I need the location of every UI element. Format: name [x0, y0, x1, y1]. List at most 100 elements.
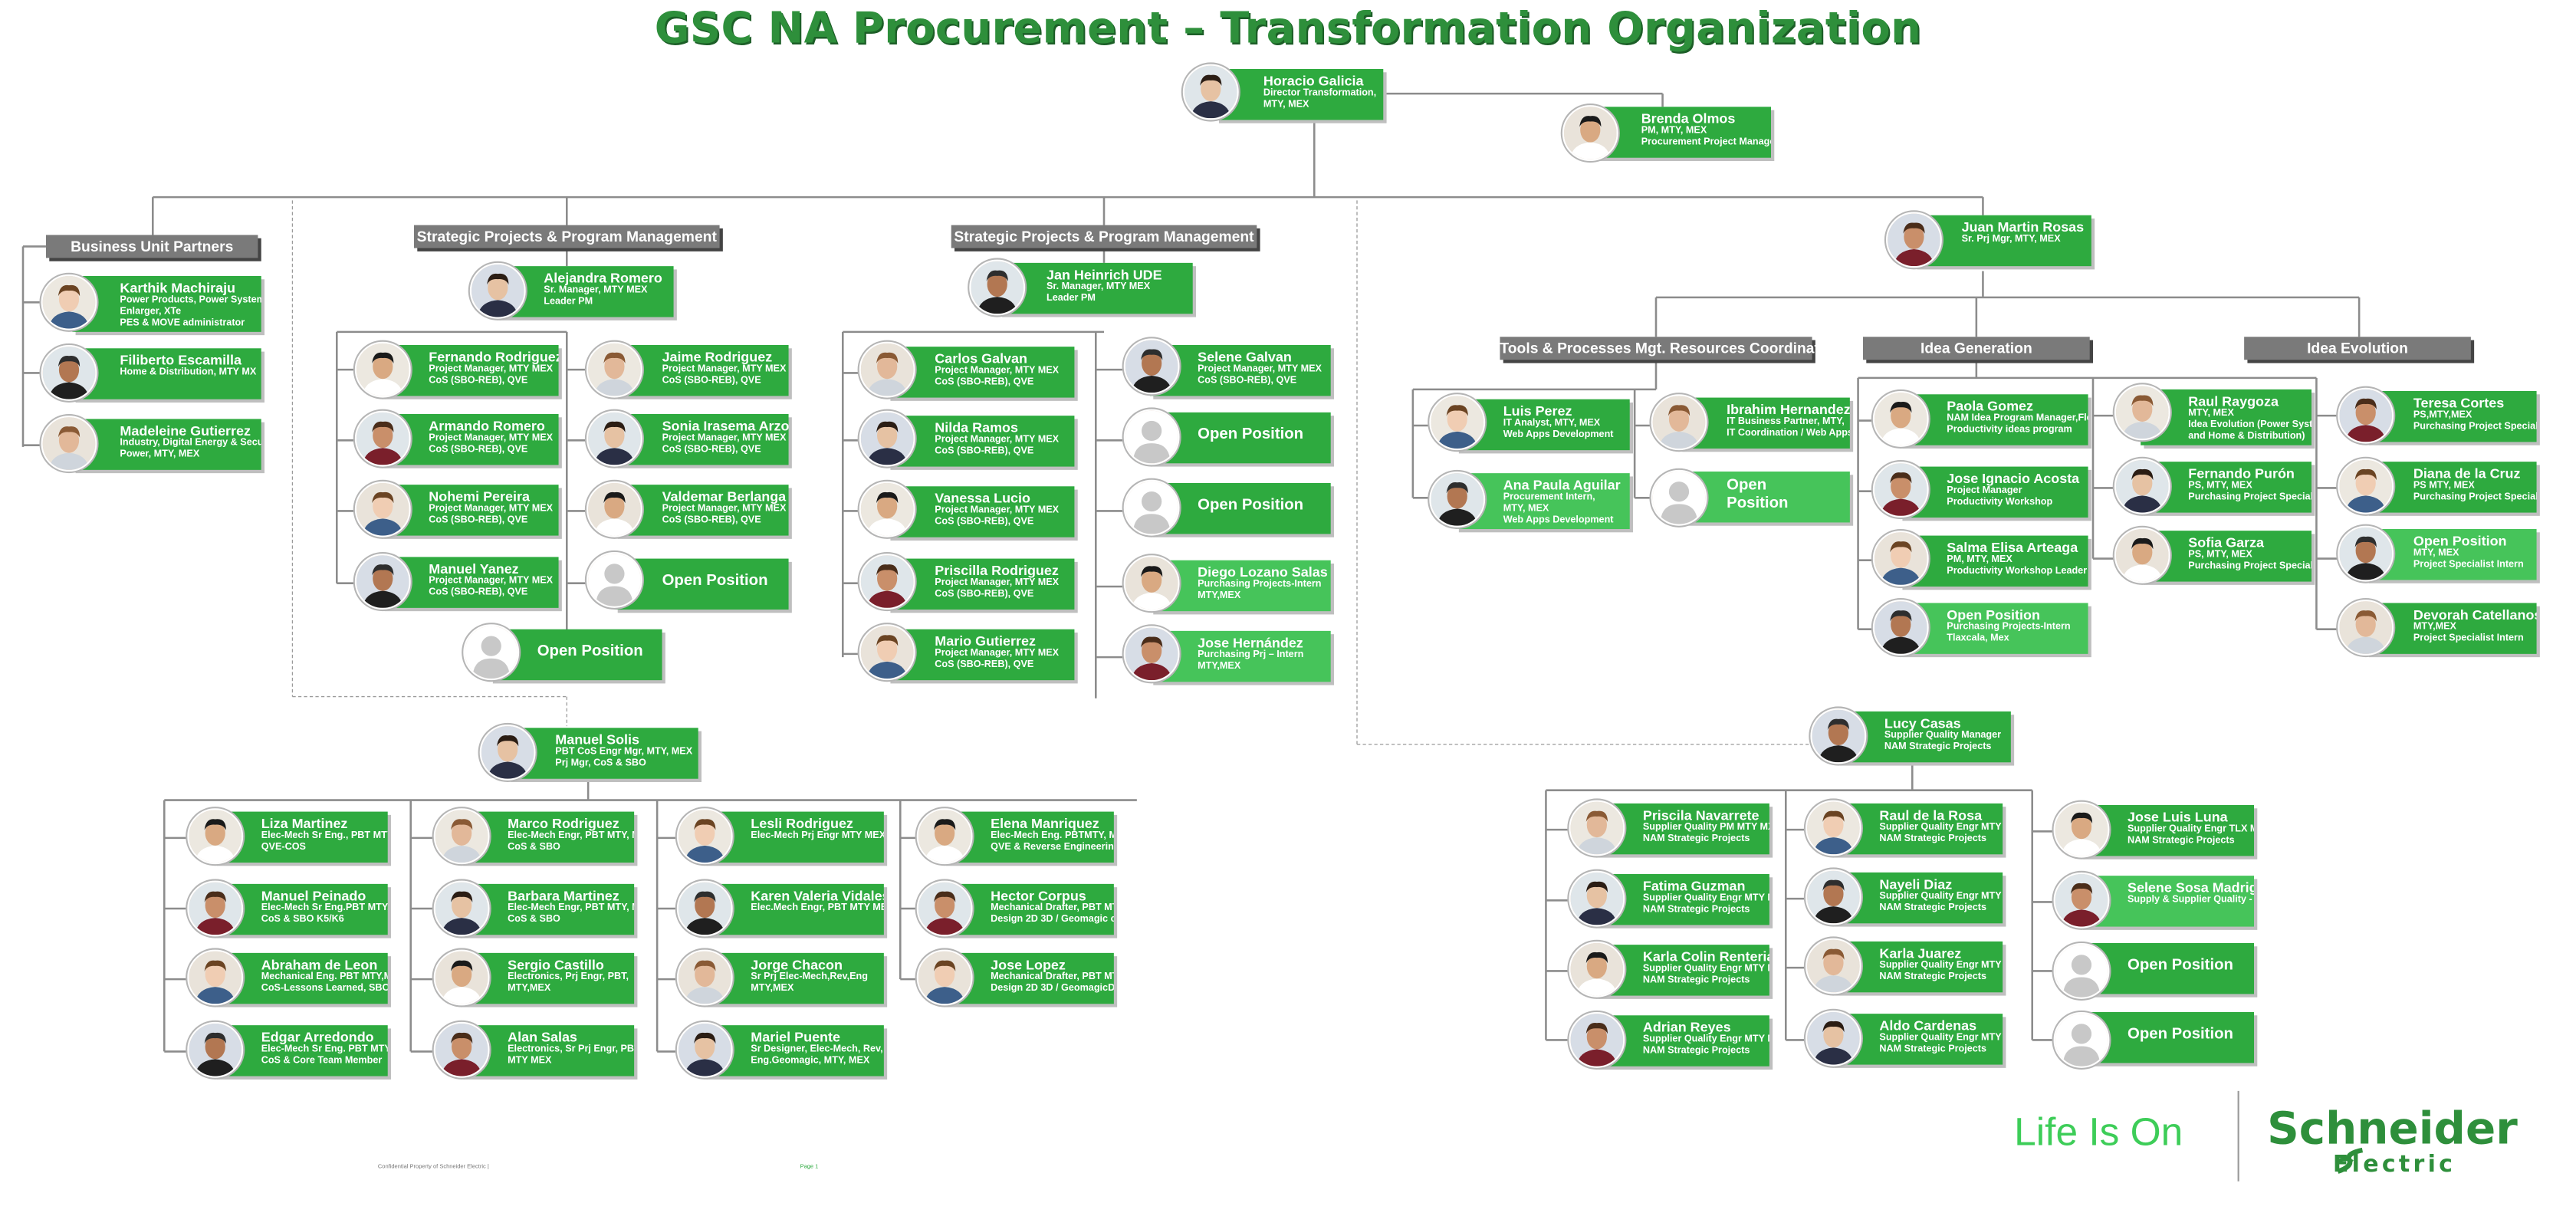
person-detail: MTY,MEX	[751, 984, 794, 994]
person-name: Luis Perez	[1503, 403, 1572, 419]
avatar	[2338, 600, 2394, 656]
person-name: Karla Colin Renteria	[1642, 948, 1769, 965]
person-name: Aldo Cardenas	[1879, 1017, 1977, 1034]
person-detail: Elec-Mech Sr Eng. PBT MTY, MEX	[261, 1044, 388, 1055]
person-detail: Project Manager, MTY MEX	[662, 364, 787, 375]
avatar	[1886, 212, 1942, 268]
person-name: Jaime Rodriguez	[662, 348, 773, 365]
person-detail: MTY MEX	[508, 1056, 552, 1067]
person-detail: Project Manager, MTY MEX	[935, 578, 1060, 589]
person-detail: PS,MTY,MEX	[2413, 410, 2472, 421]
schneider-mark-icon	[2335, 1147, 2364, 1174]
avatar	[586, 410, 642, 467]
person-detail: CoS (SBO-REB), QVE	[662, 376, 761, 386]
person-detail: IT Analyst, MTY, MEX	[1503, 419, 1601, 429]
person-detail: Mechanical Drafter, PBT MTY MEX	[991, 903, 1114, 914]
open-position-card-open-d2: Open Position	[2079, 1012, 2254, 1063]
person-detail: PES & MOVE administrator	[120, 318, 245, 329]
placeholder-avatar-icon	[1123, 409, 1180, 465]
person-detail: CoS (SBO-REB), QVE	[429, 588, 528, 598]
person-detail: Supplier Quality Manager	[1884, 731, 2002, 741]
open-position-card-open-a1: Open Position	[614, 558, 789, 610]
person-detail: Supplier Quality Engr TLX MEX	[2128, 824, 2254, 835]
person-name: Jose Ignacio Acosta	[1947, 469, 2080, 487]
person-name: Adrian Reyes	[1642, 1018, 1731, 1035]
person-detail: CoS (SBO-REB), QVE	[662, 445, 761, 455]
person-name: Devorah Catellanos	[2413, 606, 2537, 623]
avatar	[433, 880, 490, 937]
avatar	[586, 481, 642, 537]
avatar	[41, 345, 97, 401]
open-position-card-open-b1: Open Position	[1150, 412, 1331, 464]
placeholder-avatar-icon	[1651, 469, 1707, 526]
person-detail: Project Manager, MTY MEX	[429, 364, 554, 375]
person-detail: Sr. Manager, MTY MEX	[544, 285, 648, 296]
open-position-card-open-b2: Open Position	[1150, 483, 1331, 534]
person-detail: PM, MTY, MEX	[1641, 127, 1707, 136]
avatar	[433, 1021, 490, 1078]
person-name: Raul Raygoza	[2188, 393, 2279, 409]
person-detail: Elec-Mech Eng. PBTMTY, MEX	[991, 831, 1114, 842]
person-detail: Elec-Mech Engr, PBT MTY, MEX	[508, 903, 634, 914]
avatar	[41, 274, 97, 330]
person-detail: Web Apps Development	[1503, 430, 1614, 441]
person-detail: Power Products, Power Systems	[120, 295, 261, 306]
person-name: Nohemi Pereira	[429, 488, 530, 505]
group-header-idea-gen: Idea Generation	[1863, 337, 2090, 360]
avatar	[1810, 708, 1867, 764]
avatar	[187, 880, 244, 937]
person-detail: Productivity Workshop	[1947, 498, 2053, 508]
person-name: Hector Corpus	[991, 887, 1086, 904]
person-name: Manuel Yanez	[429, 560, 519, 577]
avatar	[859, 624, 915, 681]
person-detail: MTY,MEX	[1198, 662, 1241, 672]
person-detail: CoS (SBO-REB), QVE	[1198, 376, 1297, 386]
person-name: Lesli Rodriguez	[751, 814, 853, 832]
person-name: Madeleine Gutierrez	[120, 422, 251, 439]
group-header-bup: Business Unit Partners	[46, 235, 258, 258]
avatar	[1569, 800, 1625, 856]
person-name: Salma Elisa Arteaga	[1947, 538, 2078, 556]
person-detail: Tlaxcala, Mex	[1947, 634, 2009, 644]
page-number: Page 1	[800, 1163, 819, 1170]
person-detail: Design 2D 3D / Geomagic ctrl	[991, 915, 1114, 925]
person-name: Priscila Navarrete	[1642, 807, 1760, 823]
avatar	[41, 416, 97, 472]
person-detail: NAM Strategic Projects	[1879, 903, 1987, 914]
person-detail: Project Manager, MTY MEX	[935, 366, 1060, 376]
person-detail: Purchasing Projects-Intern	[1198, 580, 1322, 590]
person-detail: Project Specialist Intern	[2413, 560, 2524, 570]
person-name: Jose Lopez	[991, 956, 1066, 973]
person-name: Elena Manriquez	[991, 814, 1099, 832]
person-detail: Enlarger, XTe	[120, 307, 182, 317]
person-name: Diego Lozano Salas	[1198, 564, 1328, 580]
avatar	[916, 949, 973, 1006]
person-detail: NAM Strategic Projects	[1879, 972, 1987, 983]
person-detail: NAM Strategic Projects	[1642, 905, 1750, 915]
person-detail: MTY,MEX	[1198, 591, 1241, 602]
person-name: Karen Valeria Vidales	[751, 887, 884, 904]
avatar	[1182, 64, 1239, 120]
person-detail: NAM Strategic Projects	[1879, 1044, 1987, 1055]
avatar	[2338, 525, 2394, 582]
